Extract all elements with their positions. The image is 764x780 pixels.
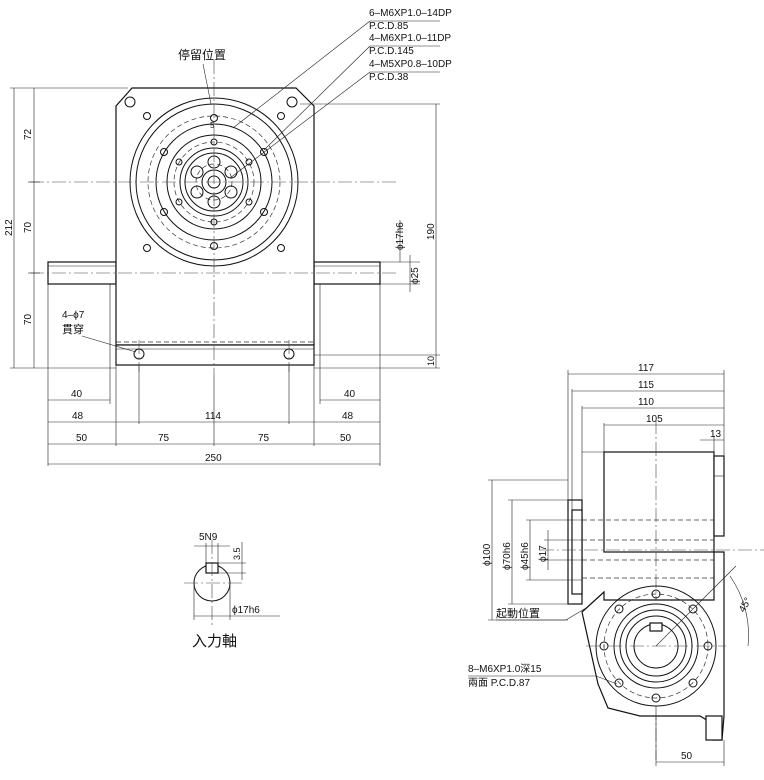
- dim-110: 110: [638, 397, 654, 408]
- dim-50-side: 50: [681, 751, 693, 762]
- corner-bolt: [286, 96, 298, 108]
- dim-48-left: 48: [72, 411, 84, 422]
- dim-40-left: 40: [71, 389, 83, 400]
- dim-72: 72: [23, 128, 34, 140]
- dim-70-lower: 70: [23, 313, 34, 325]
- dim-75-left: 75: [158, 433, 170, 444]
- dim-105: 105: [646, 414, 663, 425]
- callout-1-pcd: P.C.D.85: [369, 21, 409, 32]
- dim-40-right: 40: [344, 389, 356, 400]
- dim-100: ϕ100: [482, 543, 493, 566]
- dim-50-left: 50: [76, 433, 88, 444]
- callout-2-pcd: P.C.D.145: [369, 46, 414, 57]
- dim-48-right: 48: [342, 411, 354, 422]
- dim-17h6: ϕ17h6: [395, 222, 406, 250]
- dim-114: 114: [205, 411, 221, 422]
- callout-3-thread: 4–M5XP0.8–10DP: [369, 59, 452, 70]
- dim-70h6: ϕ70h6: [502, 542, 513, 570]
- angle-45: 45°: [737, 596, 754, 615]
- dim-17: ϕ17: [538, 545, 549, 562]
- tap-pcd: 兩面 P.C.D.87: [468, 677, 530, 689]
- housing-upper: [603, 451, 715, 553]
- input-shaft-detail: 5N9 3.5 ϕ17h6 入力軸: [184, 532, 280, 650]
- dim-25: ϕ25: [410, 267, 421, 284]
- callout-2-thread: 4–M6XP1.0–11DP: [369, 33, 451, 44]
- callout-3-pcd: P.C.D.38: [369, 72, 409, 83]
- hole-note: 貫穿: [62, 322, 84, 336]
- dim-115: 115: [638, 380, 654, 391]
- front-view: 停留位置 6–M6XP1.0–14DP P.C.D.85 4–M6XP1.0–1…: [4, 8, 452, 466]
- corner-bolt: [124, 96, 136, 108]
- stop-position-label: 停留位置: [178, 47, 226, 62]
- dim-13: 13: [710, 429, 722, 440]
- keyway-width: 5N9: [199, 532, 218, 543]
- shaft-title: 入力軸: [192, 633, 237, 650]
- dim-117: 117: [638, 363, 654, 374]
- dim-50-right: 50: [340, 433, 352, 444]
- dim-45h6: ϕ45h6: [520, 542, 531, 570]
- hole-qty: 4–ϕ7: [62, 310, 85, 321]
- dim-70-upper: 70: [23, 221, 34, 233]
- keyway-depth: 3.5: [232, 547, 242, 560]
- start-position-label: 起動位置: [496, 606, 540, 620]
- tap-thread: 8–M6XP1.0深15: [468, 663, 542, 675]
- dim-5: 5: [210, 121, 215, 130]
- dim-10: 10: [426, 356, 436, 366]
- shaft-diameter: ϕ17h6: [232, 605, 260, 616]
- dim-250: 250: [205, 453, 222, 464]
- dim-75-right: 75: [258, 433, 270, 444]
- housing-lip: [713, 455, 725, 537]
- side-view: 45° 起動位置 8–M6XP1.0深15 兩面 P.C.D.87 117 11…: [468, 363, 764, 766]
- dim-190: 190: [426, 223, 437, 240]
- callout-1-thread: 6–M6XP1.0–14DP: [369, 8, 452, 19]
- dim-212: 212: [4, 219, 15, 236]
